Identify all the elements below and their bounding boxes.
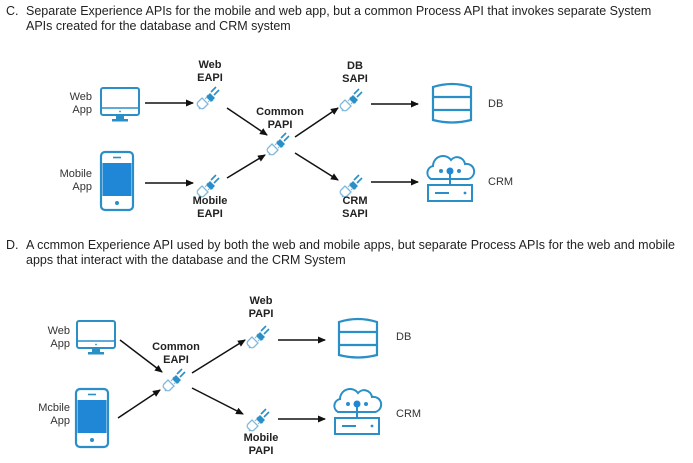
option-d-line1: A ccmmon Experience API used by both the… [26,238,675,252]
cloud-server-icon [426,155,476,202]
option-letter: C. [6,4,19,18]
edge-webeapi-commonpapi [226,107,268,136]
edge-commonpapi-dbsapi [294,107,339,138]
label-line: Mcbile [38,402,70,414]
label-line: Web [69,91,92,103]
edge-webapp-commoneapi [119,339,163,373]
label-db: DB [396,331,412,343]
api-plug-icon [162,368,186,392]
label-db: DB [488,98,504,110]
label-line: App [50,415,70,427]
database-icon [337,317,379,359]
option-d-text: D. A ccmmon Experience API used by both t… [6,238,675,268]
label-crm-sapi: CRM SAPI [332,195,378,221]
label-line: App [50,338,70,350]
label-line: CRM [342,195,368,207]
label-mobile-app: Mcbile App [20,402,70,428]
api-plug-icon [196,86,220,110]
label-line: PAPI [248,445,274,457]
api-plug-icon [196,174,220,198]
database-icon [431,82,473,124]
label-line: EAPI [197,72,223,84]
edge-commonpapi-crmsapi [294,152,339,181]
label-line: SAPI [342,73,368,85]
option-c-text: C. Separate Experience APIs for the mobil… [6,4,651,34]
label-web-papi: Web PAPI [236,295,286,321]
label-common-papi: Common PAPI [248,106,312,132]
api-plug-icon [266,132,290,156]
api-plug-icon [339,174,363,198]
label-web-app: Web App [28,325,70,351]
label-mobile-app: Mobile App [44,168,92,194]
edge-mobileapp-commoneapi [117,389,161,419]
label-line: Common [152,341,200,353]
cloud-server-icon [333,388,383,435]
api-plug-icon [339,88,363,112]
monitor-icon [100,87,140,123]
label-line: Mobile [192,195,228,207]
label-db-sapi: DB SAPI [332,60,378,86]
label-mobile-eapi: Mobile EAPI [182,195,238,221]
edge-commoneapi-mobilepapi [191,387,244,415]
label-line: Mobile [243,432,279,444]
label-line: Common [256,106,304,118]
label-web-app: Web App [50,91,92,117]
edge-commoneapi-webpapi [191,339,246,374]
label-common-eapi: Common EAPI [144,341,208,367]
label-line: EAPI [197,208,223,220]
label-line: SAPI [342,208,368,220]
api-plug-icon [246,325,270,349]
label-crm: CRM [396,408,422,420]
label-line: DB [347,60,363,72]
option-c-line2: APIs created for the database and CRM sy… [26,19,291,33]
label-line: PAPI [267,119,293,131]
label-line: Web [47,325,70,337]
edges-c [145,99,419,187]
monitor-icon [76,320,116,356]
api-plug-icon [246,408,270,432]
edges-d [117,336,326,423]
smartphone-icon [74,387,110,449]
label-line: Web [198,59,222,71]
label-line: EAPI [163,354,189,366]
option-c-line1: Separate Experience APIs for the mobile … [26,4,652,18]
smartphone-icon [99,150,135,212]
label-line: Web [249,295,273,307]
edge-mobileeapi-commonpapi [226,154,266,179]
label-line: App [72,181,92,193]
label-line: PAPI [248,308,274,320]
label-mobile-papi: Mobile PAPI [233,432,289,458]
label-web-eapi: Web EAPI [185,59,235,85]
option-d-line2: apps that interact with the database and… [26,253,346,267]
label-line: App [72,104,92,116]
option-letter: D. [6,238,19,252]
label-line: Mobile [59,168,92,180]
label-crm: CRM [488,176,514,188]
